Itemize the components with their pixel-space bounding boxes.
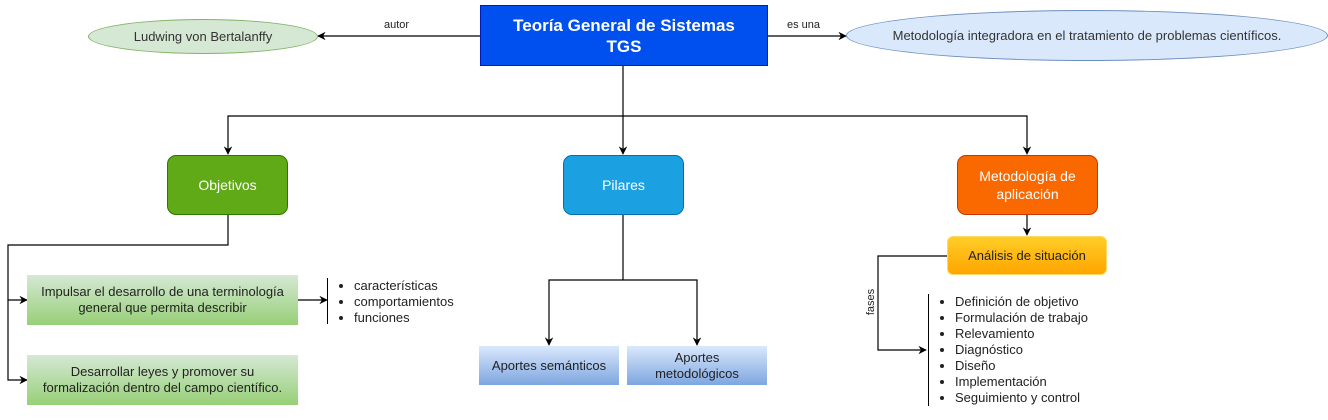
root-title-line2: TGS: [606, 36, 642, 56]
bullet-item: características: [354, 278, 454, 294]
edge-fases: [877, 255, 947, 355]
objetivo-item-1[interactable]: Impulsar el desarrollo de una terminolog…: [27, 275, 298, 325]
pilares-label: Pilares: [602, 177, 645, 193]
edge-pilares-semanticos: [544, 279, 623, 346]
es-una-edge-label: es una: [787, 19, 821, 31]
phase-item: Definición de objetivo: [955, 294, 1088, 310]
autor-edge-label: autor: [384, 19, 410, 31]
objetivo-item-2-label: Desarrollar leyes y promover su formaliz…: [42, 364, 283, 395]
aportes-metodologicos-label: Aportes metodológicos: [655, 349, 739, 381]
objetivos-node[interactable]: Objetivos: [167, 155, 288, 215]
phases-list: Definición de objetivo Formulación de tr…: [928, 294, 1088, 406]
metodologia-label: Metodología de aplicación: [979, 168, 1076, 202]
objetivo-item-1-bullets: características comportamientos funcione…: [327, 278, 454, 326]
author-label: Ludwing von Bertalanffy: [133, 28, 273, 44]
author-node[interactable]: Ludwing von Bertalanffy: [88, 19, 318, 54]
analisis-node[interactable]: Análisis de situación: [947, 236, 1107, 275]
phase-item: Diagnóstico: [955, 342, 1088, 358]
edge-objetivos-item2: [7, 300, 28, 385]
aportes-metodologicos-node[interactable]: Aportes metodológicos: [627, 346, 767, 385]
fases-edge-label: fases: [865, 288, 878, 316]
phase-item: Relevamiento: [955, 326, 1088, 342]
aportes-semanticos-node[interactable]: Aportes semánticos: [479, 346, 619, 385]
metodologia-node[interactable]: Metodología de aplicación: [957, 155, 1098, 215]
objetivo-item-1-label: Impulsar el desarrollo de una terminolog…: [41, 284, 284, 315]
edge-pilares-metodologicos: [623, 279, 702, 346]
root-title-line1: Teoría General de Sistemas: [513, 15, 735, 35]
edge-root-metodologia: [623, 115, 1032, 155]
bullet-item: comportamientos: [354, 294, 454, 310]
definition-label: Metodología integradora en el tratamient…: [892, 27, 1282, 43]
phase-item: Diseño: [955, 358, 1088, 374]
bullet-item: funciones: [354, 310, 454, 326]
phase-item: Implementación: [955, 374, 1088, 390]
edge-root-objetivos: [223, 115, 623, 155]
pilares-node[interactable]: Pilares: [563, 155, 684, 215]
phase-item: Seguimiento y control: [955, 390, 1088, 406]
root-node[interactable]: Teoría General de Sistemas TGS: [480, 5, 768, 66]
edge-objetivos-item1: [7, 215, 229, 305]
definition-node[interactable]: Metodología integradora en el tratamient…: [846, 10, 1328, 61]
phase-item: Formulación de trabajo: [955, 310, 1088, 326]
objetivo-item-2[interactable]: Desarrollar leyes y promover su formaliz…: [27, 355, 298, 405]
objetivos-label: Objetivos: [198, 177, 257, 193]
aportes-semanticos-label: Aportes semánticos: [491, 357, 607, 373]
analisis-label: Análisis de situación: [968, 247, 1086, 263]
